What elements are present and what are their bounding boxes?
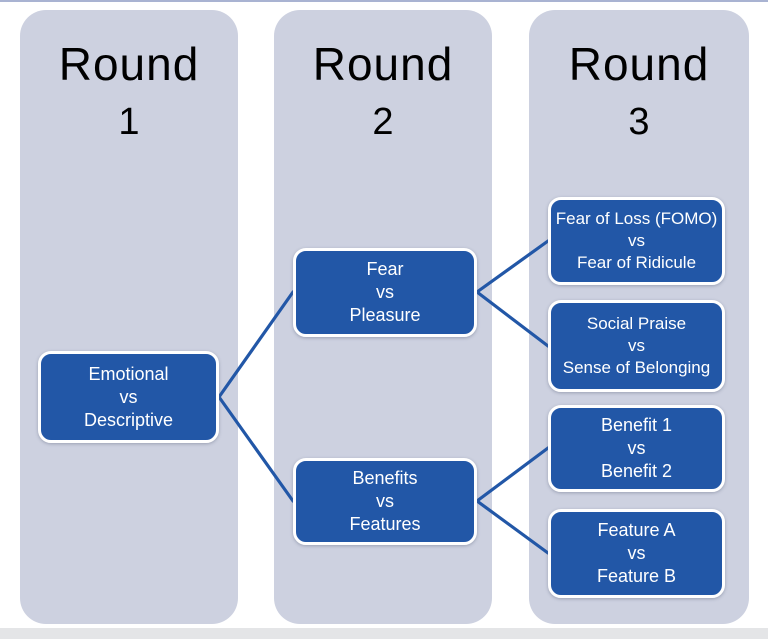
round-number: 1 (118, 101, 140, 143)
matchup-vs: vs (119, 386, 138, 407)
round-number: 3 (628, 101, 650, 143)
matchup-line: Sense of Belonging (562, 358, 711, 377)
matchup-line: Descriptive (83, 409, 174, 430)
matchup-line: Pleasure (349, 305, 421, 325)
matchup-box-praise-vs-belonging: Social Praise vs Sense of Belonging (548, 300, 725, 392)
matchup-line: Features (349, 514, 421, 534)
matchup-vs: vs (628, 231, 645, 250)
column-heading-round-1: Round 1 (20, 10, 238, 144)
matchup-vs: vs (376, 282, 394, 302)
matchup-box-emotional-vs-descriptive: Emotional vs Descriptive (38, 351, 219, 443)
matchup-line: Benefit 2 (600, 461, 673, 481)
matchup-line: Fear of Loss (FOMO) (555, 209, 718, 228)
round-number: 2 (372, 101, 394, 143)
matchup-vs: vs (628, 336, 645, 355)
column-round-1: Round 1 (20, 10, 238, 624)
matchup-box-benefit1-vs-benefit2: Benefit 1 vs Benefit 2 (548, 405, 725, 492)
top-border-line (0, 0, 768, 2)
matchup-line: Benefits (352, 468, 418, 488)
matchup-box-fear-vs-pleasure: Fear vs Pleasure (293, 248, 477, 337)
matchup-line: Feature A (597, 520, 676, 540)
matchup-vs: vs (627, 438, 646, 458)
matchup-box-benefits-vs-features: Benefits vs Features (293, 458, 477, 545)
round-label: Round (58, 38, 200, 90)
column-heading-round-2: Round 2 (274, 10, 492, 144)
matchup-line: Fear (366, 259, 404, 279)
column-heading-round-3: Round 3 (529, 10, 749, 144)
round-label: Round (568, 38, 710, 90)
matchup-vs: vs (376, 491, 394, 511)
matchup-vs: vs (627, 543, 646, 563)
matchup-line: Benefit 1 (600, 415, 673, 435)
matchup-line: Fear of Ridicule (576, 253, 697, 272)
matchup-line: Emotional (88, 363, 169, 384)
matchup-box-featureA-vs-featureB: Feature A vs Feature B (548, 509, 725, 598)
bottom-strip (0, 628, 768, 639)
matchup-line: Feature B (596, 566, 677, 586)
round-label: Round (312, 38, 454, 90)
matchup-box-fomo-vs-ridicule: Fear of Loss (FOMO) vs Fear of Ridicule (548, 197, 725, 285)
matchup-line: Social Praise (586, 314, 687, 333)
